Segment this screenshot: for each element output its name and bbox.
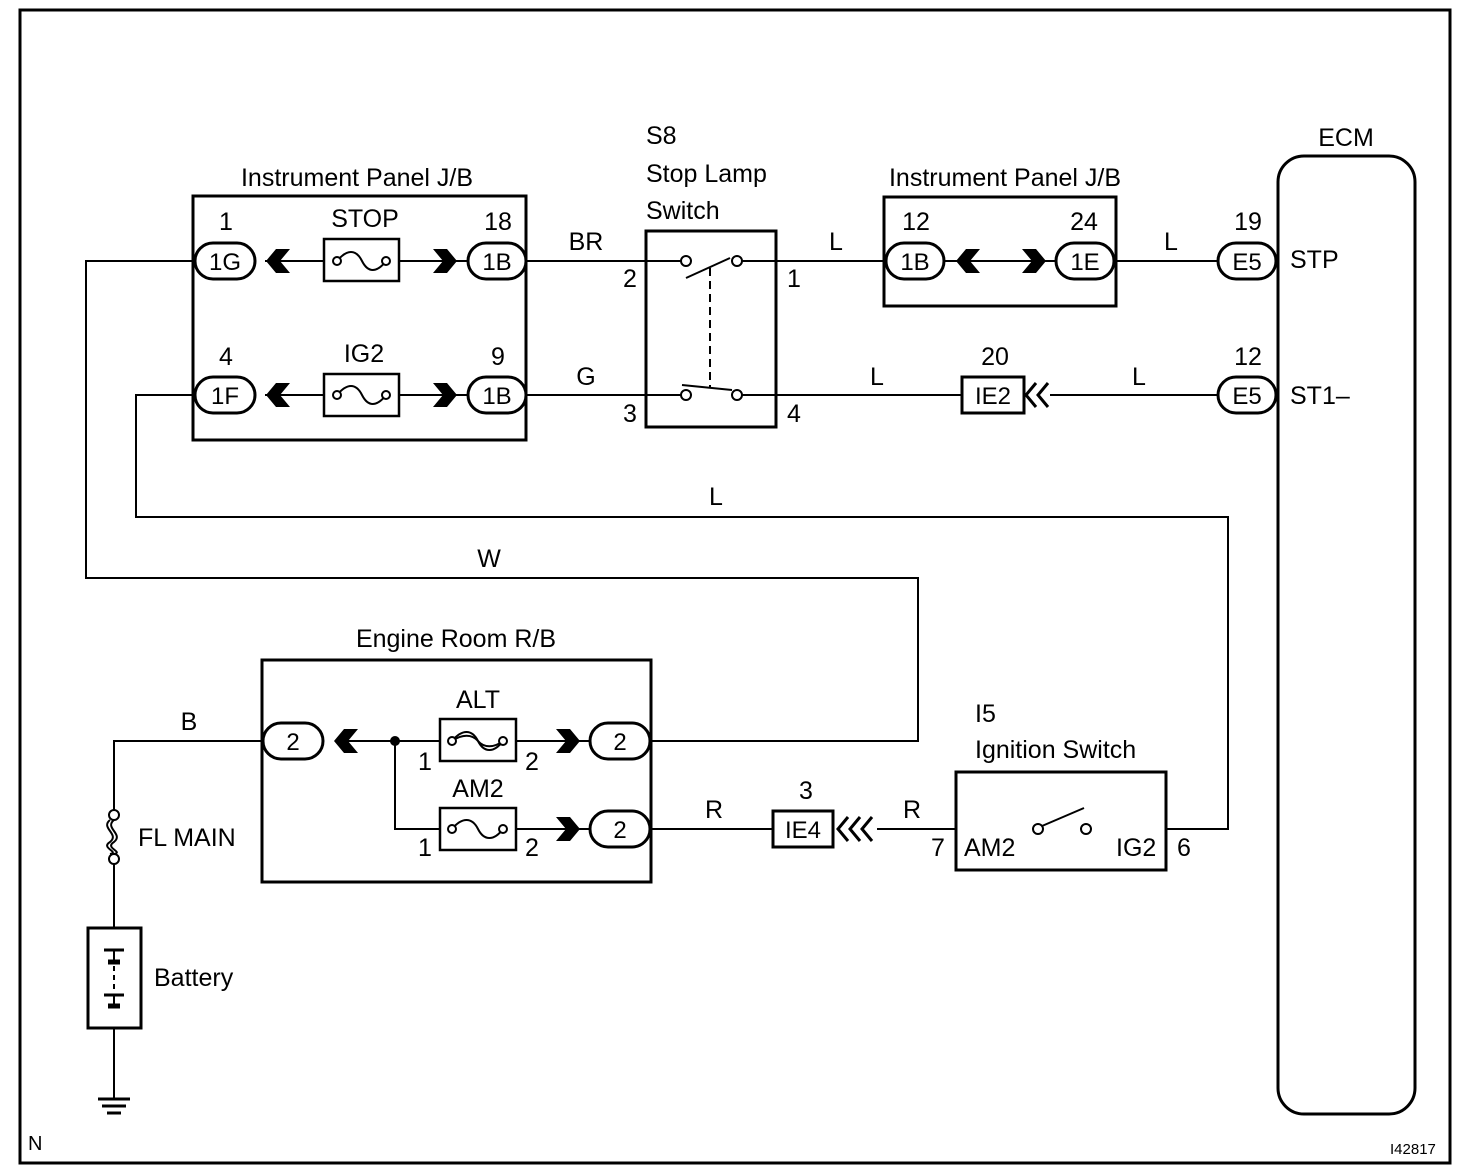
- pin-24: 24: [1070, 208, 1098, 236]
- engine-room-rb: Engine Room R/B 2 2 2 ALT 1 2 AM2 1 2: [260, 625, 653, 884]
- engine-rb-title: Engine Room R/B: [356, 625, 556, 653]
- ignition-pin-7: 7: [931, 834, 945, 862]
- connector-1b-right-label: 1B: [900, 249, 929, 276]
- connector-ie2: IE2 20: [960, 343, 1050, 415]
- connector-ie4: IE4 3: [771, 777, 874, 849]
- connector-1b-top: [466, 241, 528, 281]
- ecm-pin-19: 19: [1234, 208, 1262, 236]
- ignition-code: I5: [975, 700, 996, 728]
- am2-pin-1: 1: [418, 834, 432, 862]
- ecm-pin-12: 12: [1234, 343, 1262, 371]
- connector-1b-bottom-label: 1B: [482, 383, 511, 410]
- fuse-am2-label: AM2: [452, 775, 503, 803]
- wire-color-labels: BR G L L L L L W B R R: [181, 228, 1178, 824]
- ie2-box: [960, 375, 1026, 415]
- fuse-alt-label: ALT: [456, 686, 500, 714]
- ignition-term-ig2: IG2: [1116, 834, 1156, 862]
- connector-1b-bottom: [466, 375, 528, 415]
- connector-1e: [1054, 241, 1116, 281]
- wires: [85, 260, 1229, 1098]
- junction-dot: [390, 736, 400, 746]
- battery: Battery: [86, 926, 234, 1030]
- signal-stp: STP: [1290, 246, 1339, 274]
- connector-e5-top: [1216, 241, 1278, 281]
- wire-b: B: [181, 708, 198, 736]
- ignition-name: Ignition Switch: [975, 736, 1136, 764]
- engine-conn-am2-label: 2: [613, 817, 626, 844]
- outer-frame: [18, 8, 1452, 1165]
- engine-conn-alt-label: 2: [613, 729, 626, 756]
- connector-1g: [193, 241, 257, 281]
- signal-st1: ST1–: [1290, 382, 1350, 410]
- switch-pin-4: 4: [787, 400, 801, 428]
- switch-name-line1: Stop Lamp: [646, 160, 767, 188]
- stop-lamp-switch: S8 Stop Lamp Switch 2 1 3 4: [623, 122, 801, 429]
- switch-name-line2: Switch: [646, 197, 720, 225]
- pin-18: 18: [484, 208, 512, 236]
- wire-l: L: [829, 228, 843, 256]
- battery-label: Battery: [154, 964, 234, 992]
- ie4-box: [771, 809, 835, 849]
- instrument-panel-jb-left: Instrument Panel J/B 1 18 4 9 1G 1B 1F 1…: [191, 164, 528, 442]
- corner-label: N: [28, 1133, 42, 1155]
- pin-1: 1: [219, 208, 233, 236]
- connector-1f: [193, 375, 257, 415]
- connector-1b-right: [884, 241, 946, 281]
- connector-1g-label: 1G: [209, 249, 241, 276]
- ignition-switch: I5 Ignition Switch 7 6 AM2 IG2: [931, 700, 1191, 872]
- connector-1b-top-label: 1B: [482, 249, 511, 276]
- fl-main-fuse: FL MAIN: [106, 809, 236, 865]
- ie2-label: IE2: [975, 383, 1011, 410]
- pin-12: 12: [902, 208, 930, 236]
- engine-conn-in: [261, 721, 325, 761]
- wire-r: R: [705, 796, 723, 824]
- fuse-stop-label: STOP: [331, 205, 399, 233]
- ie2-pin: 20: [981, 343, 1009, 371]
- connector-1e-label: 1E: [1070, 249, 1099, 276]
- connector-e5-bottom: [1216, 375, 1278, 415]
- switch-pin-1: 1: [787, 265, 801, 293]
- ie4-label: IE4: [785, 817, 821, 844]
- fl-main-label: FL MAIN: [138, 824, 236, 852]
- engine-conn-in-label: 2: [286, 729, 299, 756]
- engine-conn-am2: [588, 809, 652, 849]
- pin-4: 4: [219, 343, 233, 371]
- fuse-ig2-label: IG2: [344, 340, 384, 368]
- jb-left-title: Instrument Panel J/B: [241, 164, 473, 192]
- engine-conn-alt: [588, 721, 652, 761]
- connector-e5-top-label: E5: [1232, 249, 1261, 276]
- switch-code: S8: [646, 122, 677, 150]
- connector-e5-bottom-label: E5: [1232, 383, 1261, 410]
- jb-right-title: Instrument Panel J/B: [889, 164, 1121, 192]
- ecm-title: ECM: [1318, 124, 1374, 152]
- ignition-pin-6: 6: [1177, 834, 1191, 862]
- wire-r: R: [903, 796, 921, 824]
- figure-code: I42817: [1390, 1141, 1436, 1158]
- switch-pin-2: 2: [623, 265, 637, 293]
- wire-l: L: [1132, 363, 1146, 391]
- ground-icon: [98, 1097, 130, 1115]
- wire-l: L: [1164, 228, 1178, 256]
- alt-pin-1: 1: [418, 748, 432, 776]
- wire-w: W: [477, 545, 501, 573]
- am2-pin-2: 2: [525, 834, 539, 862]
- alt-pin-2: 2: [525, 748, 539, 776]
- switch-pin-3: 3: [623, 400, 637, 428]
- instrument-panel-jb-right: Instrument Panel J/B 12 24 1B 1E: [882, 164, 1121, 308]
- wire-g: G: [576, 363, 595, 391]
- wire-br: BR: [569, 228, 604, 256]
- ecm: ECM 19 12 E5 E5 STP ST1–: [1216, 124, 1417, 1116]
- connector-1f-label: 1F: [211, 383, 239, 410]
- ignition-term-am2: AM2: [964, 834, 1015, 862]
- wire-l: L: [709, 483, 723, 511]
- ie4-pin: 3: [799, 777, 813, 805]
- wire-l: L: [870, 363, 884, 391]
- pin-9: 9: [491, 343, 505, 371]
